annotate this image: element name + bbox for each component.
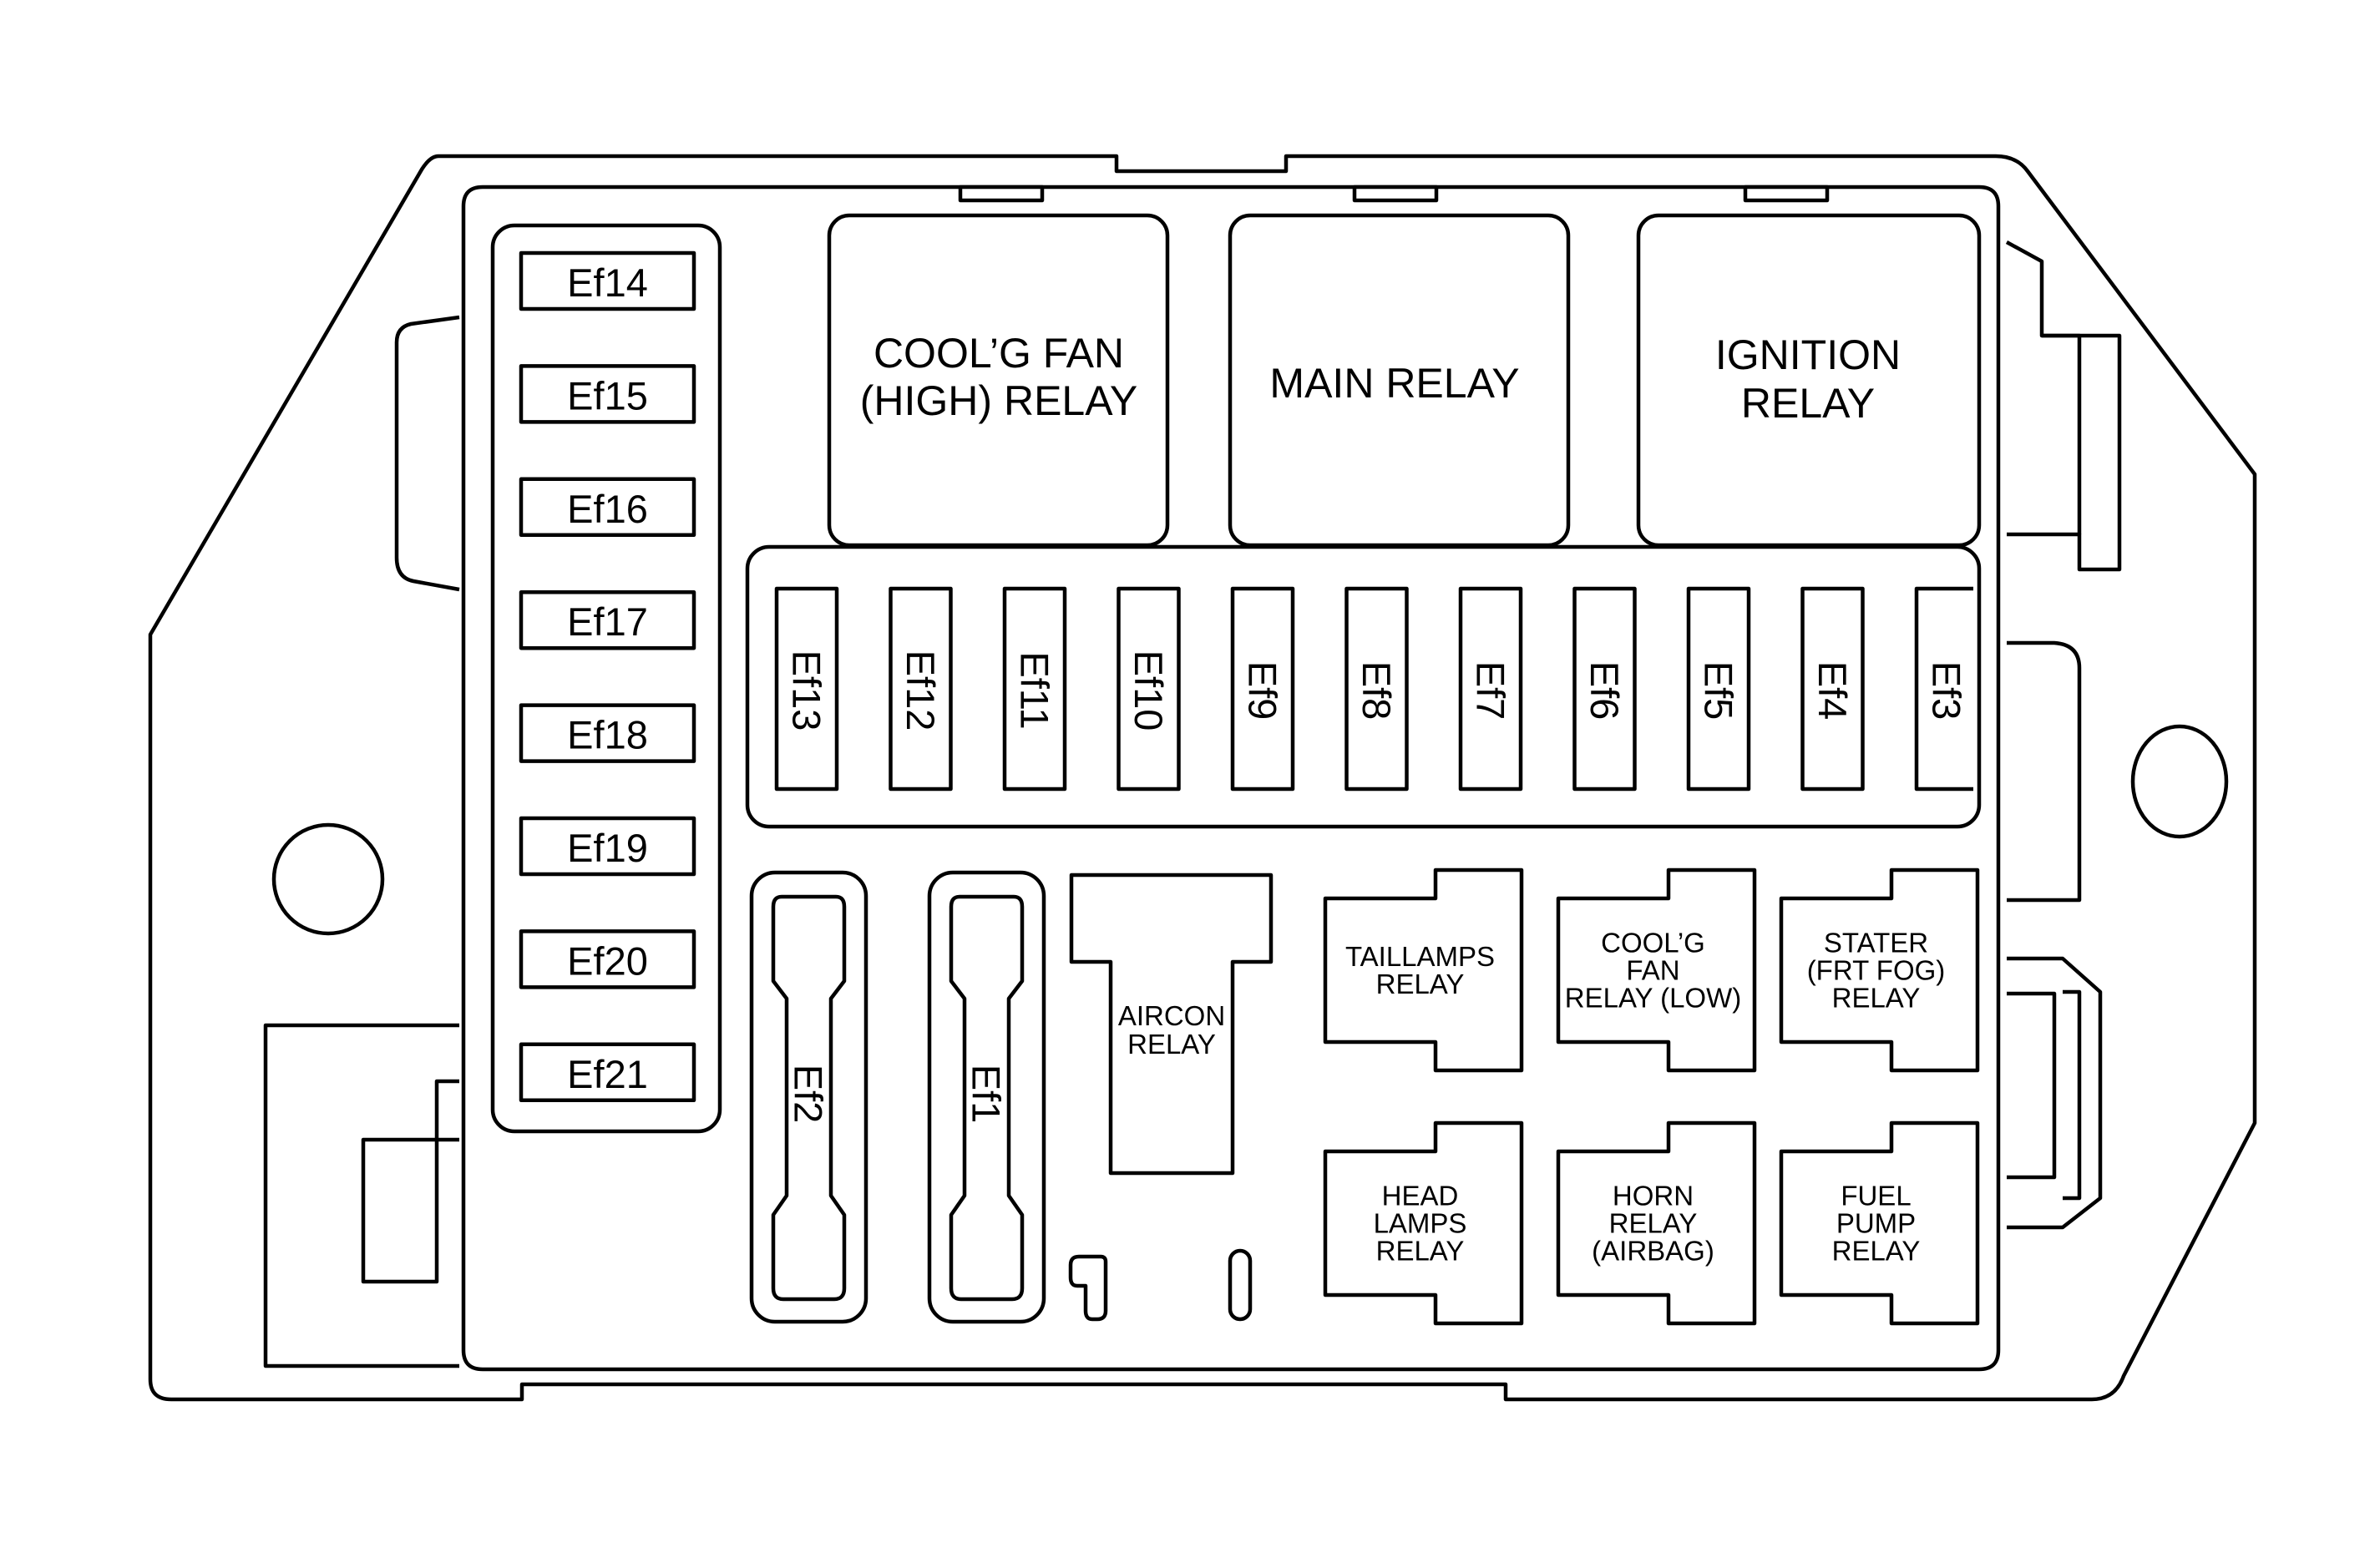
fuel-pump-relay-label: RELAY — [1832, 1236, 1921, 1267]
left-mounting-hole — [271, 822, 385, 936]
fuse-label: Ef19 — [567, 826, 648, 870]
fuse-ef5[interactable]: Ef5 — [1686, 586, 1751, 792]
horn-relay-label: HORN — [1613, 1181, 1694, 1211]
fuse-ef8[interactable]: Ef8 — [1344, 586, 1409, 792]
taillamps-relay-label: RELAY — [1376, 969, 1465, 999]
aircon-relay-label-2: RELAY — [1127, 1029, 1216, 1060]
fuse-label: Ef7 — [1469, 661, 1513, 721]
fuse-label: Ef1 — [965, 1065, 1009, 1124]
cooling-fan-high-relay[interactable]: COOL’G FAN (HIGH) RELAY — [827, 213, 1170, 548]
fuse-label: Ef6 — [1582, 661, 1627, 721]
cooling-fan-low-relay-label: FAN — [1626, 955, 1679, 986]
fuse-ef2[interactable]: Ef2 — [749, 870, 868, 1324]
horn-relay-label: (AIRBAG) — [1592, 1236, 1714, 1267]
cooling-fan-low-relay-label: COOL’G — [1601, 928, 1705, 959]
fuse-label: Ef17 — [567, 599, 648, 644]
mounting-pegs — [1068, 1248, 1253, 1322]
fuse-label: Ef16 — [567, 487, 648, 531]
fuse-label: Ef12 — [899, 650, 943, 731]
cooling-fan-high-relay-label-2: (HIGH) RELAY — [860, 377, 1137, 424]
ignition-relay-label-2: RELAY — [1741, 380, 1875, 427]
stater-relay[interactable]: STATER(FRT FOG)RELAY — [1779, 868, 1980, 1073]
mid-fuse-row: Ef13 Ef12 Ef11 Ef10 Ef9 Ef8 Ef7 Ef6 Ef5 Ef4 Ef3 — [745, 544, 1982, 829]
cooling-fan-low-relay-label: RELAY (LOW) — [1565, 983, 1742, 1014]
ignition-relay[interactable]: IGNITION RELAY — [1636, 213, 1982, 548]
ignition-relay-label-1: IGNITION — [1715, 331, 1901, 378]
stater-relay-label: (FRT FOG) — [1807, 955, 1946, 986]
fuse-label: Ef18 — [567, 713, 648, 757]
fuse-ef14[interactable]: Ef14 — [519, 250, 696, 311]
fuse-label: Ef21 — [567, 1052, 648, 1096]
fuse-ef4[interactable]: Ef4 — [1800, 586, 1865, 792]
fuse-label: Ef20 — [567, 938, 648, 983]
fuse-ef6[interactable]: Ef6 — [1572, 586, 1637, 792]
fuel-pump-relay-label: FUEL — [1841, 1181, 1911, 1211]
fuse-label: Ef10 — [1127, 650, 1171, 731]
fuse-ef19[interactable]: Ef19 — [519, 816, 696, 877]
fuse-ef12[interactable]: Ef12 — [889, 586, 953, 792]
fuse-ef17[interactable]: Ef17 — [519, 589, 696, 650]
fuse-label: Ef15 — [567, 373, 648, 417]
fuse-label: Ef5 — [1697, 661, 1741, 721]
fuse-ef3[interactable]: Ef3 — [1914, 586, 1973, 792]
aircon-relay[interactable]: AIRCON RELAY — [1069, 873, 1274, 1176]
headlamps-relay-label: LAMPS — [1374, 1208, 1467, 1239]
fuse-label: Ef14 — [567, 261, 648, 305]
fuse-label: Ef2 — [787, 1065, 831, 1124]
fuse-ef21[interactable]: Ef21 — [519, 1042, 696, 1103]
taillamps-relay-label: TAILLAMPS — [1345, 941, 1495, 972]
headlamps-relay-label: RELAY — [1376, 1236, 1465, 1267]
main-relay-label: MAIN RELAY — [1269, 360, 1519, 407]
main-relay[interactable]: MAIN RELAY — [1228, 213, 1571, 548]
fuse-ef1[interactable]: Ef1 — [927, 870, 1046, 1324]
headlamps-relay-label: HEAD — [1382, 1181, 1459, 1211]
fuse-label: Ef4 — [1810, 661, 1855, 721]
stater-relay-label: STATER — [1824, 928, 1928, 959]
fuse-ef9[interactable]: Ef9 — [1230, 586, 1295, 792]
right-mounting-hole — [2130, 724, 2229, 839]
aircon-relay-label-1: AIRCON — [1118, 1000, 1225, 1031]
fuse-ef10[interactable]: Ef10 — [1117, 586, 1181, 792]
fuse-ef16[interactable]: Ef16 — [519, 477, 696, 538]
fuse-ef15[interactable]: Ef15 — [519, 364, 696, 424]
fuse-label: Ef9 — [1241, 661, 1285, 721]
fuse-ef18[interactable]: Ef18 — [519, 703, 696, 763]
fuse-ef7[interactable]: Ef7 — [1458, 586, 1523, 792]
fuse-ef20[interactable]: Ef20 — [519, 929, 696, 989]
fuse-ef13[interactable]: Ef13 — [774, 586, 839, 792]
fuse-label: Ef8 — [1355, 661, 1399, 721]
fuse-label: Ef11 — [1013, 651, 1057, 729]
fuse-label: Ef13 — [785, 650, 829, 731]
fuse-ef11[interactable]: Ef11 — [1002, 586, 1067, 792]
stater-relay-label: RELAY — [1832, 983, 1921, 1014]
fuel-pump-relay-label: PUMP — [1836, 1208, 1916, 1239]
fuse-label: Ef3 — [1925, 661, 1969, 721]
cooling-fan-high-relay-label-1: COOL’G FAN — [874, 330, 1124, 377]
horn-relay-label: RELAY — [1609, 1208, 1698, 1239]
